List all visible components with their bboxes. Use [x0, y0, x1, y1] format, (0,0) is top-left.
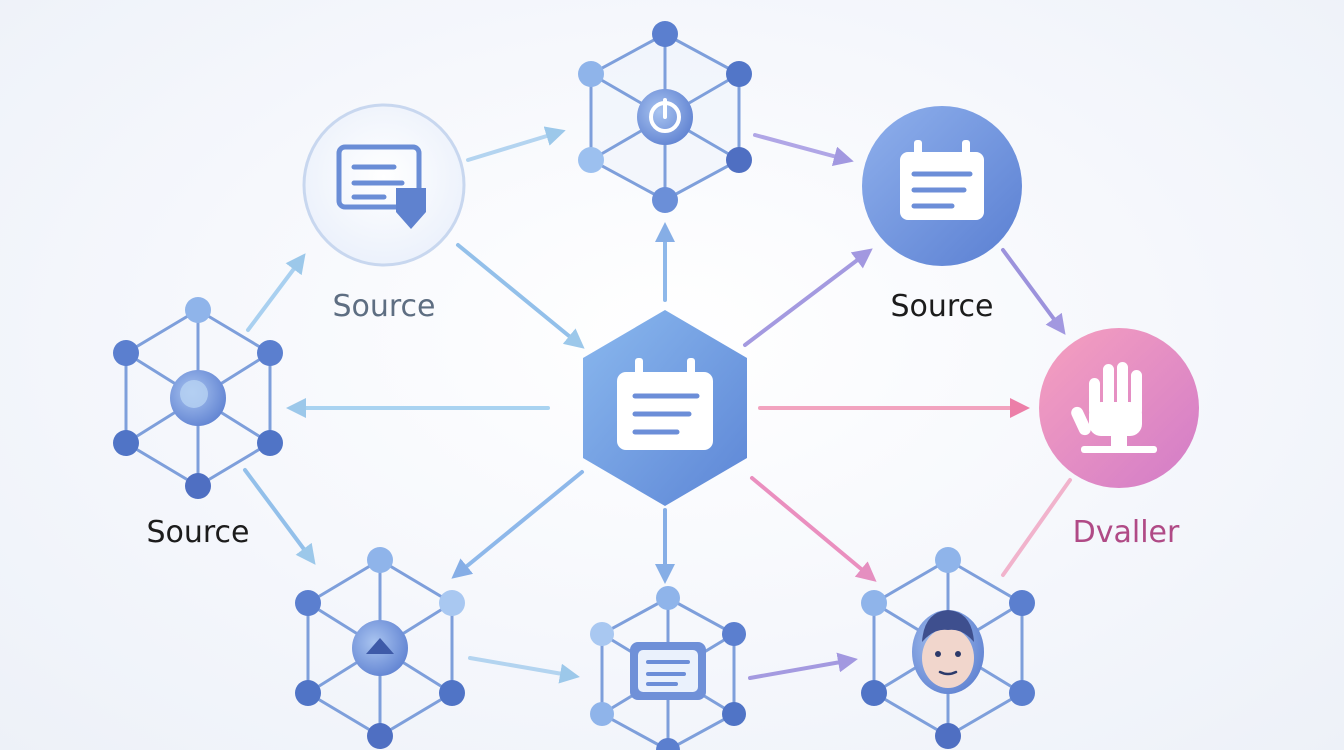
arrow-source-to-top-network	[466, 126, 566, 162]
hand-stop-icon	[1071, 362, 1157, 453]
central-hub	[583, 310, 747, 506]
connector-dvaller-to-bottom-right	[1001, 478, 1072, 577]
arrow-left-network-to-bottom-left	[243, 468, 316, 565]
label-source-top-left: Source	[332, 289, 435, 324]
network-node-bottom-mid	[590, 586, 746, 750]
network-node-bottom-left	[295, 547, 465, 749]
arrow-left-network-to-source	[246, 253, 306, 332]
label-source-left: Source	[146, 515, 249, 550]
dvaller-node	[1039, 328, 1199, 488]
calendar-document-icon	[900, 140, 984, 220]
arrow-center-to-bottom-right	[750, 476, 877, 582]
arrow-top-network-to-right-source	[753, 133, 854, 167]
arrows	[243, 126, 1072, 684]
source-node-top-right	[862, 106, 1022, 266]
source-node-top-left	[302, 103, 466, 267]
arrow-bottom-left-to-bottom-mid	[468, 656, 580, 684]
arrow-center-to-bottom-left	[451, 470, 584, 579]
document-icon	[630, 642, 706, 700]
document-shield-icon	[336, 144, 426, 229]
arrow-right-source-to-dvaller	[1001, 248, 1066, 335]
face-icon	[912, 610, 984, 694]
label-source-top-right: Source	[890, 289, 993, 324]
network-node-top	[578, 21, 752, 213]
arrow-center-to-right-source	[743, 248, 873, 347]
arrow-bottom-mid-to-bottom-right	[748, 652, 858, 680]
calendar-document-icon	[617, 358, 713, 450]
arrow-source-to-center	[456, 243, 585, 349]
network-node-left	[113, 297, 283, 499]
network-node-bottom-right	[861, 547, 1035, 749]
label-dvaller: Dvaller	[1073, 515, 1180, 550]
